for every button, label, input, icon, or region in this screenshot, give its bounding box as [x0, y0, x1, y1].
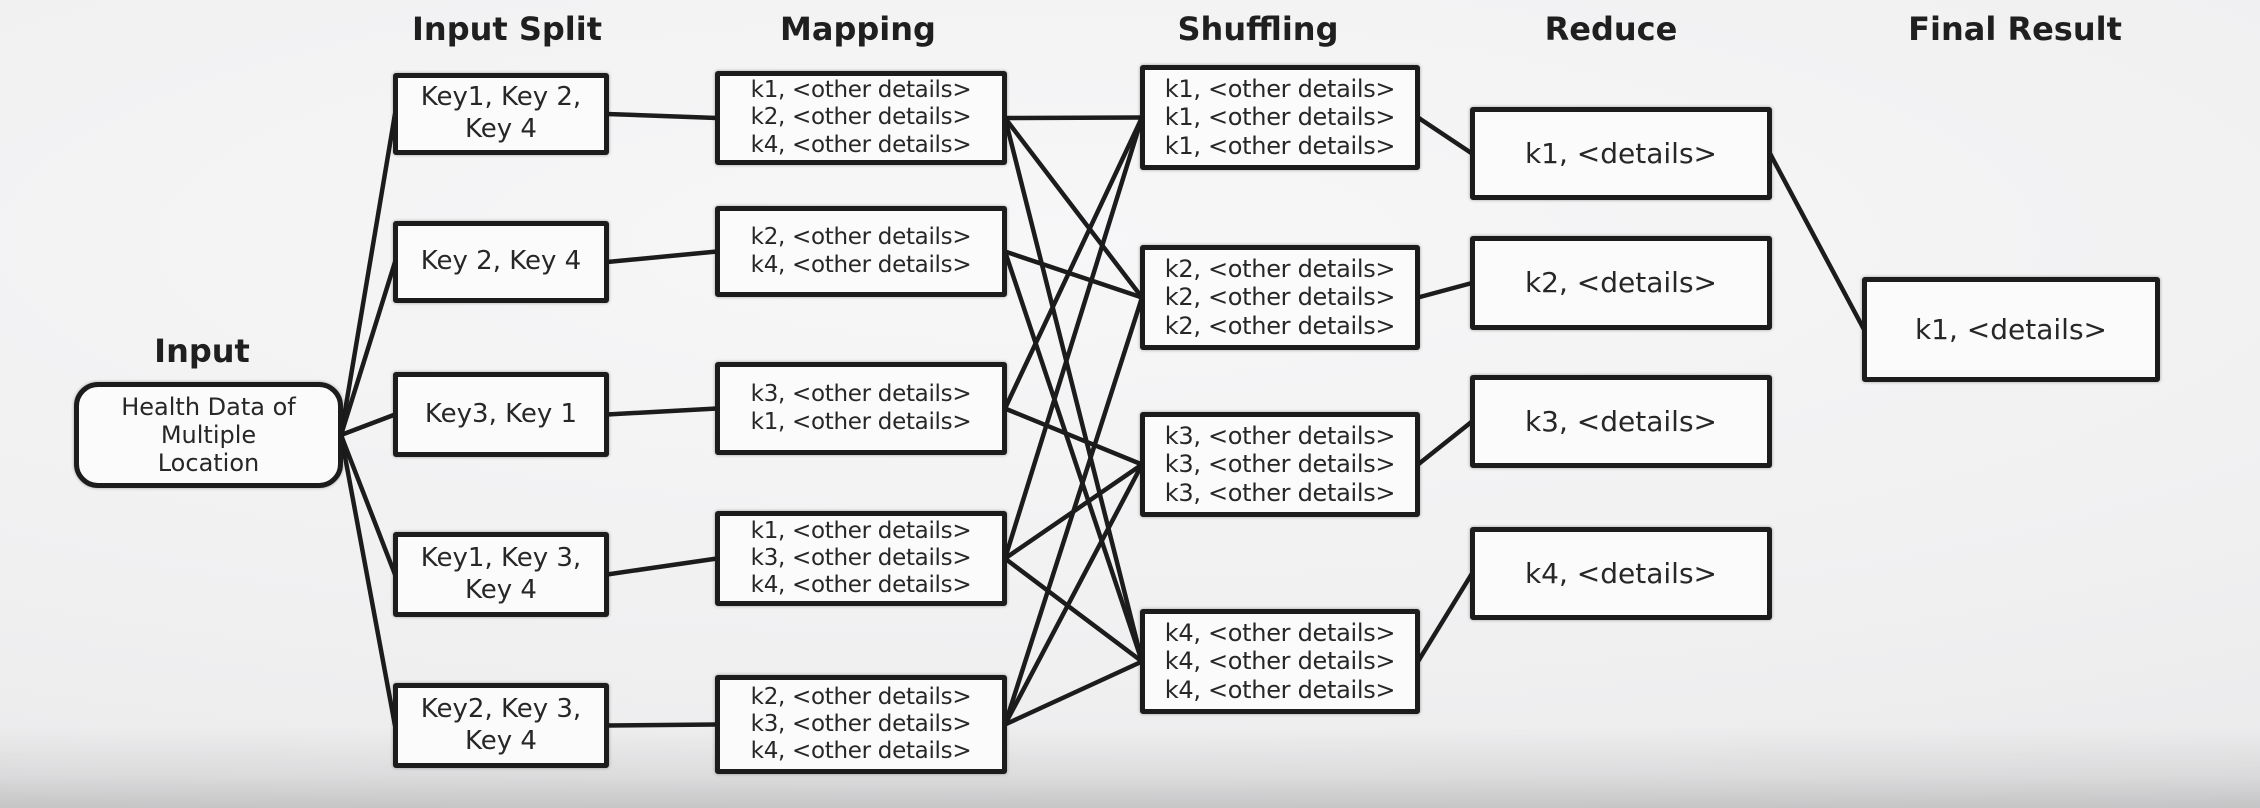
shuffle-box-k4-entry-2: k4, <other details>	[1164, 647, 1396, 676]
map-box-2-entry-1: k2, <other details>	[750, 224, 972, 251]
split-box-5-line-2: Key 4	[465, 725, 537, 756]
shuffle-box-k2-entry-1: k2, <other details>	[1164, 255, 1396, 284]
map-box-3-entry-2: k1, <other details>	[750, 408, 972, 435]
split-box-1-line-2: Key 4	[465, 114, 537, 144]
shuffle-box-k2-entry-2: k2, <other details>	[1164, 283, 1396, 312]
reduce-box-k4-label: k4, <details>	[1524, 556, 1718, 590]
map-box-4-entry-3: k4, <other details>	[750, 572, 972, 599]
reduce-box-k2-label: k2, <details>	[1524, 266, 1718, 300]
input-box-line-3: Location	[157, 449, 260, 478]
split-box-5-line-1: Key2, Key 3,	[420, 693, 582, 724]
split-box-4-line-1: Key1, Key 3,	[420, 542, 582, 573]
map-box-1-entry-1: k1, <other details>	[750, 77, 972, 104]
map-box-3: k3, <other details> k1, <other details>	[715, 362, 1007, 455]
map-box-1-entry-2: k2, <other details>	[750, 104, 972, 131]
column-header-mapping: Mapping	[780, 10, 936, 48]
split-box-2-line-1: Key 2, Key 4	[420, 246, 582, 277]
input-box-line-1: Health Data of	[121, 392, 296, 421]
map-box-1-entry-3: k4, <other details>	[750, 131, 972, 158]
split-box-2: Key 2, Key 4	[393, 221, 609, 303]
shuffle-box-k3-entry-2: k3, <other details>	[1164, 450, 1396, 479]
map-box-5-entry-1: k2, <other details>	[750, 683, 972, 710]
shuffle-box-k1-entry-1: k1, <other details>	[1164, 75, 1396, 104]
map-box-4-entry-1: k1, <other details>	[750, 517, 972, 544]
final-result-box: k1, <details>	[1862, 277, 2160, 382]
map-box-5: k2, <other details> k3, <other details> …	[715, 675, 1007, 774]
split-box-3-line-1: Key3, Key 1	[424, 398, 578, 429]
shuffle-box-k4: k4, <other details> k4, <other details> …	[1140, 609, 1420, 714]
shuffle-box-k1: k1, <other details> k1, <other details> …	[1140, 65, 1420, 170]
shuffle-box-k2-entry-3: k2, <other details>	[1164, 311, 1396, 340]
map-box-2-entry-2: k4, <other details>	[750, 251, 972, 278]
shuffle-box-k3-entry-3: k3, <other details>	[1164, 478, 1396, 507]
split-box-1: Key1, Key 2, Key 4	[393, 73, 609, 155]
reduce-box-k3-label: k3, <details>	[1524, 404, 1718, 438]
reduce-box-k3: k3, <details>	[1470, 375, 1772, 468]
reduce-box-k2: k2, <details>	[1470, 236, 1772, 330]
map-box-1: k1, <other details> k2, <other details> …	[715, 71, 1007, 165]
column-header-final-result: Final Result	[1908, 10, 2122, 48]
shuffle-box-k2: k2, <other details> k2, <other details> …	[1140, 245, 1420, 350]
column-header-shuffling: Shuffling	[1177, 10, 1339, 48]
split-box-1-line-1: Key1, Key 2,	[420, 82, 582, 113]
reduce-box-k1: k1, <details>	[1470, 107, 1772, 200]
map-box-3-entry-1: k3, <other details>	[750, 381, 972, 408]
column-header-input: Input	[154, 332, 250, 370]
map-box-4: k1, <other details> k3, <other details> …	[715, 511, 1007, 606]
final-result-label: k1, <details>	[1914, 312, 2108, 346]
split-box-4-line-2: Key 4	[465, 574, 537, 605]
map-box-2: k2, <other details> k4, <other details>	[715, 206, 1007, 297]
shuffle-box-k3-entry-1: k3, <other details>	[1164, 422, 1396, 451]
reduce-box-k4: k4, <details>	[1470, 527, 1772, 620]
reduce-box-k1-label: k1, <details>	[1524, 136, 1718, 170]
map-box-5-entry-2: k3, <other details>	[750, 710, 972, 737]
split-box-4: Key1, Key 3, Key 4	[393, 532, 609, 617]
map-box-5-entry-3: k4, <other details>	[750, 738, 972, 765]
shuffle-box-k3: k3, <other details> k3, <other details> …	[1140, 412, 1420, 517]
shuffle-box-k1-entry-2: k1, <other details>	[1164, 103, 1396, 132]
split-box-5: Key2, Key 3, Key 4	[393, 683, 609, 768]
column-header-input-split: Input Split	[412, 10, 602, 48]
shuffle-box-k4-entry-3: k4, <other details>	[1164, 675, 1396, 704]
column-header-reduce: Reduce	[1544, 10, 1678, 48]
input-box-line-2: Multiple	[160, 420, 257, 449]
split-box-3: Key3, Key 1	[393, 372, 609, 457]
shuffle-box-k1-entry-3: k1, <other details>	[1164, 131, 1396, 160]
shuffle-box-k4-entry-1: k4, <other details>	[1164, 619, 1396, 648]
map-box-4-entry-2: k3, <other details>	[750, 544, 972, 571]
input-data-box: Health Data of Multiple Location	[74, 382, 343, 488]
